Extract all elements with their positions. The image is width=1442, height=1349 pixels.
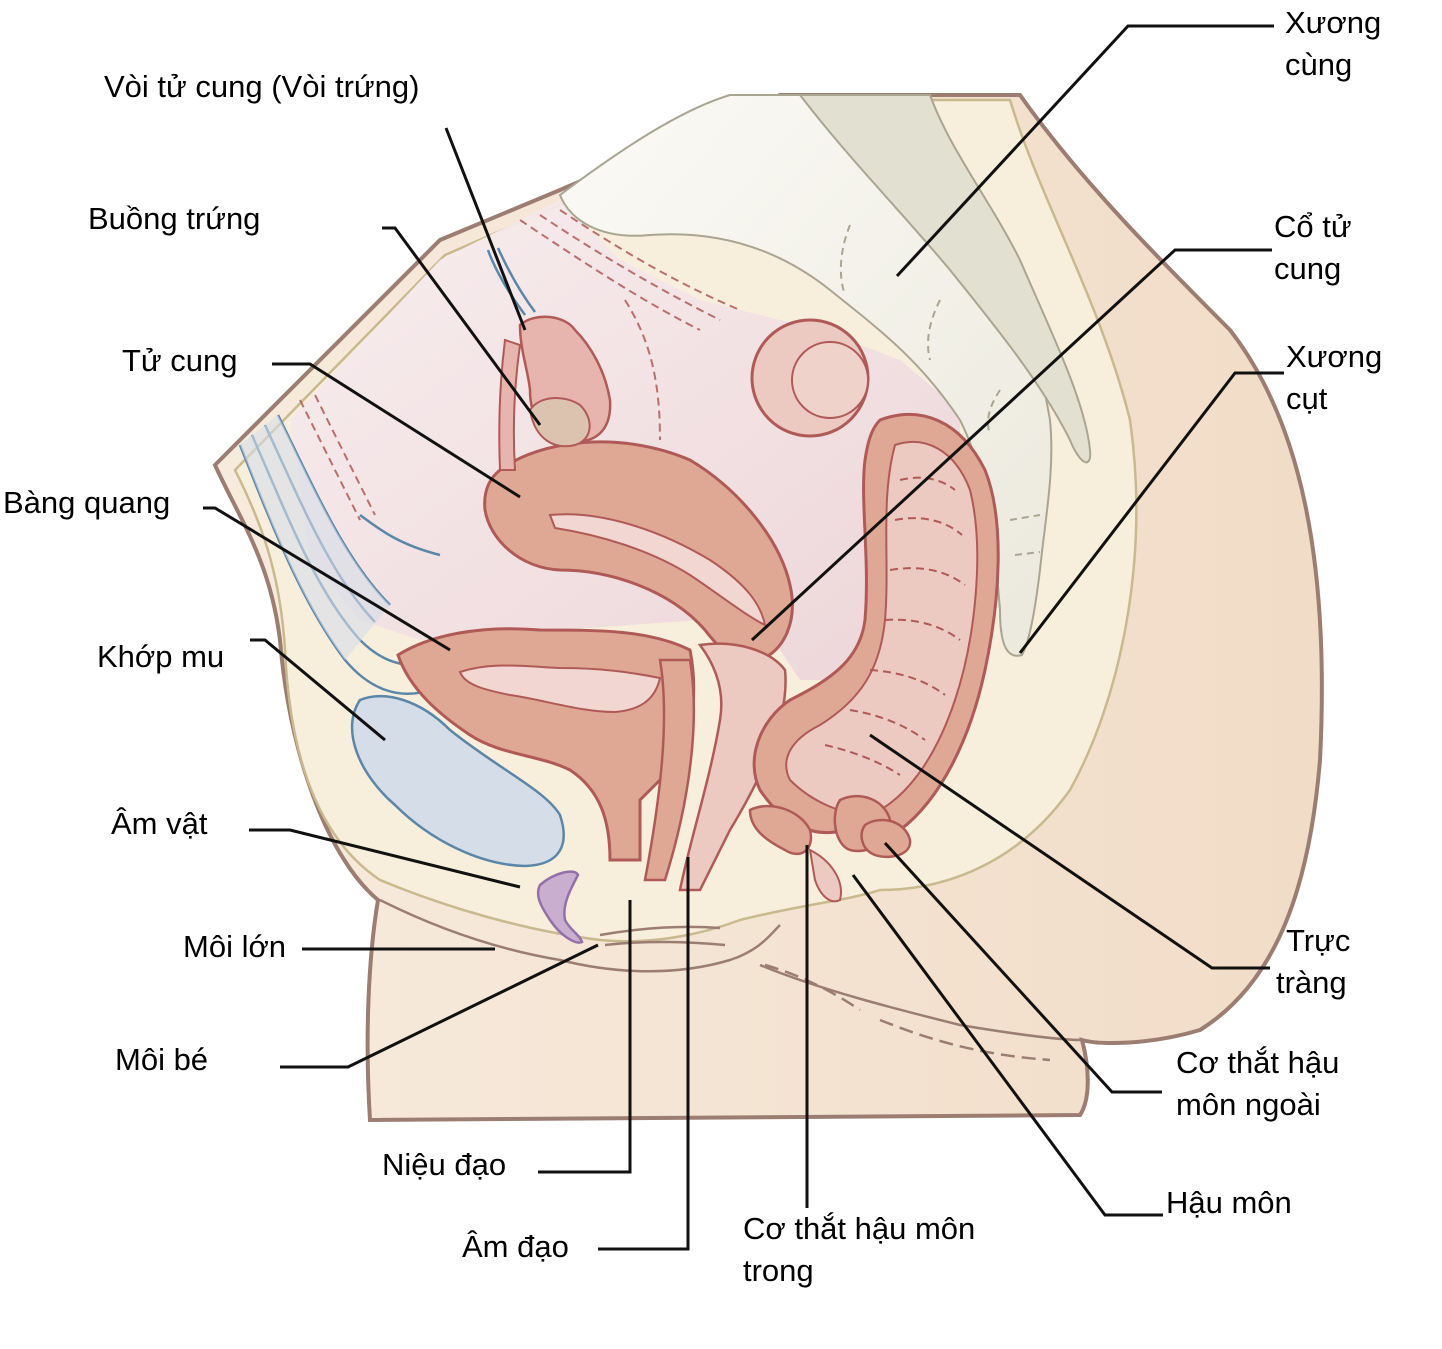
leader-labia-minora: [280, 943, 599, 1069]
vertebra-joints: [839, 224, 1041, 556]
uterine-cavity: [548, 513, 767, 627]
gluteal-fold: [764, 963, 1051, 1062]
label-labia-minora: Môi bé: [115, 1042, 209, 1077]
label-ovary: Buồng trứng: [88, 201, 261, 236]
ligament-lines: [299, 209, 741, 521]
label-bladder: Bàng quang: [3, 485, 171, 520]
leader-ovary: [382, 226, 542, 426]
label-coccyx-line1: Xương: [1286, 339, 1383, 374]
label-coccyx-line2: cụt: [1286, 381, 1328, 416]
leader-uterus: [272, 362, 521, 499]
label-rectum: Trực tràng: [1276, 920, 1350, 1004]
label-uterus: Tử cung: [122, 343, 238, 378]
label-sacrum: Xương cùng: [1285, 2, 1381, 86]
leader-sacrum: [895, 24, 1274, 278]
clitoris-organ: [536, 870, 584, 944]
label-cervix-line1: Cổ tử: [1274, 209, 1352, 244]
leader-cervix: [750, 248, 1272, 642]
leader-external-sphincter: [883, 841, 1162, 1094]
label-rectum-line1: Trực: [1286, 923, 1351, 958]
label-labia-majora: Môi lớn: [183, 929, 287, 964]
label-sacrum-line2: cùng: [1285, 47, 1353, 82]
label-fallopian-tube: Vòi tử cung (Vòi trứng): [104, 69, 420, 104]
fascia-blue-band: [240, 415, 390, 660]
label-internal-sphincter-line2: trong: [743, 1253, 814, 1288]
vaginal-wall: [643, 658, 696, 882]
label-sacrum-line1: Xương: [1285, 5, 1382, 40]
leader-urethra: [538, 900, 632, 1174]
vagina-organ: [678, 642, 787, 892]
bladder-mucosa: [458, 664, 662, 714]
label-clitoris: Âm vật: [111, 806, 208, 841]
label-anus: Hậu môn: [1166, 1185, 1292, 1220]
leader-rectum: [869, 733, 1270, 970]
label-internal-sphincter: Cơ thắt hậu môn trong: [743, 1208, 975, 1292]
label-external-sphincter-line2: môn ngoài: [1176, 1087, 1321, 1122]
label-external-sphincter-line1: Cơ thắt hậu: [1176, 1045, 1340, 1080]
ovary-organ: [528, 397, 591, 448]
leader-coccyx: [1018, 371, 1284, 654]
leader-fallopian-tube: [444, 127, 527, 331]
label-vagina: Âm đạo: [462, 1229, 569, 1264]
label-urethra: Niệu đạo: [382, 1147, 507, 1182]
label-coccyx: Xương cụt: [1286, 336, 1382, 420]
leader-pubic-symphysis: [250, 638, 386, 742]
label-pubic-symphysis: Khớp mu: [97, 639, 225, 674]
label-cervix: Cổ tử cung: [1274, 206, 1352, 290]
tube-isthmus: [498, 338, 522, 471]
external-sphincter-deep: [860, 818, 912, 859]
label-cervix-line2: cung: [1274, 251, 1342, 286]
leader-vagina: [598, 857, 690, 1251]
pubic-symphysis: [350, 695, 565, 868]
label-external-sphincter: Cơ thắt hậu môn ngoài: [1176, 1042, 1339, 1126]
sigmoid-colon-lumen: [791, 341, 869, 419]
sacrum-shadow: [797, 94, 1092, 464]
leader-bladder: [203, 506, 451, 652]
peritoneal-cavity: [290, 200, 960, 680]
label-rectum-line2: tràng: [1276, 965, 1347, 1000]
leader-clitoris: [249, 828, 521, 889]
anal-canal: [808, 848, 842, 903]
label-internal-sphincter-line1: Cơ thắt hậu môn: [743, 1211, 976, 1246]
rectal-folds: [824, 476, 966, 776]
leader-anus: [851, 874, 1163, 1217]
